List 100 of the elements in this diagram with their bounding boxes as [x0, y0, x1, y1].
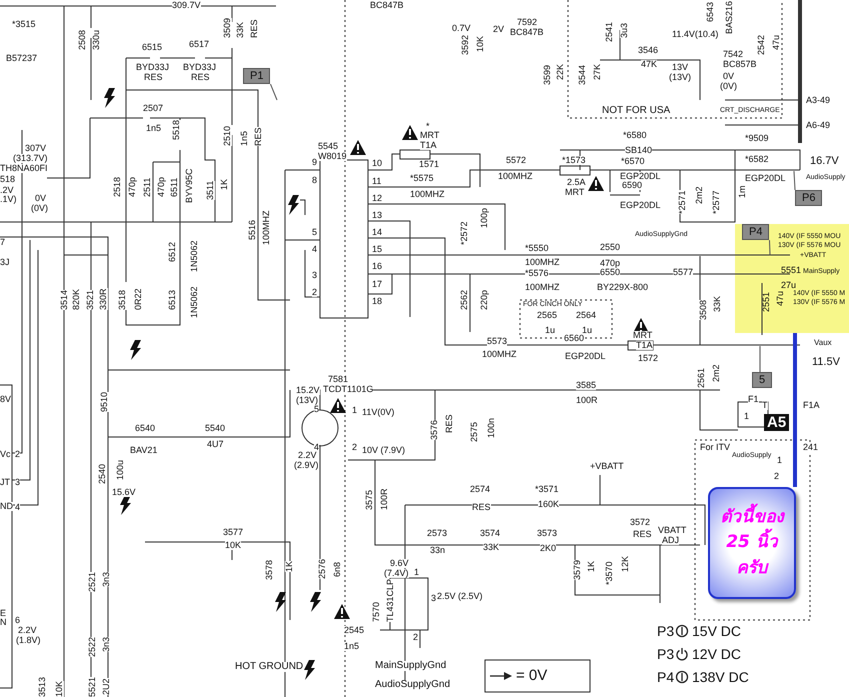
component-label: 100MHZ [525, 258, 560, 267]
component-label: B57237 [6, 54, 38, 63]
component-label: SB140 [625, 146, 652, 155]
component-label: 3u3 [620, 22, 629, 38]
component-label: 3585 [576, 381, 596, 390]
component-label: 4 [15, 503, 20, 512]
component-label: 220p [480, 290, 489, 310]
component-label: RES [445, 414, 454, 433]
component-label: 33K [713, 296, 722, 312]
component-label: 3574 [480, 529, 500, 538]
component-label: *9509 [745, 134, 769, 143]
component-label: 3n3 [102, 636, 111, 652]
component-label: 12 [372, 194, 382, 203]
component-label: 6550 [600, 268, 620, 277]
tag-label: 5 [752, 372, 772, 388]
component-label: F1A [803, 401, 820, 410]
component-label: 2511 [143, 178, 152, 197]
component-label: 3592 [461, 34, 470, 55]
component-label: (13V) [669, 73, 692, 82]
component-label: 14 [372, 228, 382, 237]
component-label: ADJ [662, 536, 680, 545]
component-label: 3579 [573, 560, 582, 580]
component-label: RES [472, 503, 491, 512]
component-label: 2522 [88, 636, 97, 657]
component-label: BYD33J [136, 63, 170, 72]
component-label: 2.2V [18, 626, 37, 635]
component-label: 138V DC [692, 670, 749, 684]
component-label: 3508 [699, 300, 708, 320]
component-label: 3511 [206, 180, 215, 200]
component-label: (1.8V) [16, 636, 41, 645]
component-label: 3n3 [102, 572, 111, 587]
component-label: 5 [314, 405, 320, 414]
component-label: 18 [372, 297, 382, 306]
component-label: 47u [772, 34, 781, 50]
component-label: 5551 [781, 266, 802, 275]
component-label: TH8NA60FI [0, 164, 48, 173]
component-label: 2V [493, 25, 504, 34]
component-label: *6582 [745, 155, 769, 164]
component-label: 2m2 [712, 364, 721, 382]
component-label: 9.6V [390, 559, 409, 568]
component-label: *1573 [562, 156, 586, 165]
component-label: 3J [0, 258, 10, 267]
component-label: 1 [744, 412, 750, 421]
component-label: 100MHZ [498, 172, 533, 181]
leader-line [794, 170, 796, 190]
component-label: 1n5 [240, 130, 249, 146]
component-label: 2.5A [567, 178, 586, 187]
component-label: 3521 [86, 290, 95, 310]
component-label: 2521 [88, 572, 97, 592]
component-label: 5 [312, 228, 318, 237]
component-label: JT [0, 478, 10, 487]
component-label: 470p [157, 176, 166, 197]
component-label: 8 [312, 176, 318, 185]
component-label: 9 [312, 158, 318, 167]
component-label: .1V) [0, 195, 17, 204]
component-label: 7581 [328, 375, 348, 384]
component-label: 1N5062 [190, 286, 199, 318]
component-label: P4 [657, 670, 674, 684]
leader-line [768, 240, 770, 256]
component-label: 13 [372, 211, 382, 220]
component-label: = 0V [516, 668, 548, 683]
component-label: 100R [380, 488, 389, 510]
component-label: 11.4V(10.4) [672, 30, 718, 39]
component-label: 0R22 [134, 288, 143, 310]
component-label: TCDT1101G [323, 385, 374, 394]
component-label: 2 [413, 633, 418, 642]
component-label: 2 [15, 450, 20, 459]
component-label: BAV21 [130, 446, 158, 455]
component-label: 1 [414, 568, 420, 577]
component-label: 22K [556, 64, 565, 80]
component-label: 17 [372, 280, 382, 289]
component-label: 15.6V [112, 488, 136, 497]
component-label: 27u [781, 281, 796, 290]
component-label: 11.5V [812, 357, 840, 368]
component-label: E [0, 609, 6, 618]
component-label: 3 [431, 594, 436, 603]
component-label: 3 [15, 478, 20, 487]
component-label: EGP20DL [745, 174, 786, 183]
component-label: A5 [764, 414, 790, 431]
component-label: 5572 [506, 156, 526, 165]
component-label: 2510 [223, 126, 232, 146]
component-label: 9510 [100, 392, 109, 412]
component-label: 100u [116, 460, 125, 480]
component-label: MainSupplyGnd [375, 661, 446, 671]
component-label: .2V [0, 186, 14, 195]
component-label: 3546 [638, 46, 658, 55]
component-label: *3571 [535, 485, 559, 494]
component-label: 47u [776, 290, 785, 306]
component-label: 2574 [470, 485, 490, 494]
component-label: 3513 [38, 676, 47, 697]
component-label: RES [144, 73, 163, 82]
component-label: 100p [480, 208, 489, 228]
component-label: 3576 [430, 420, 439, 440]
component-label: 7542 [723, 50, 744, 59]
component-label: 15.2V [296, 386, 320, 395]
component-label: 330R [99, 288, 108, 310]
callout-text: ตัวนี้ของ 25 นิ้วครับ [712, 504, 792, 582]
component-label: 2507 [143, 104, 164, 113]
component-label: RES [250, 19, 259, 38]
component-label: 2 [352, 443, 358, 452]
